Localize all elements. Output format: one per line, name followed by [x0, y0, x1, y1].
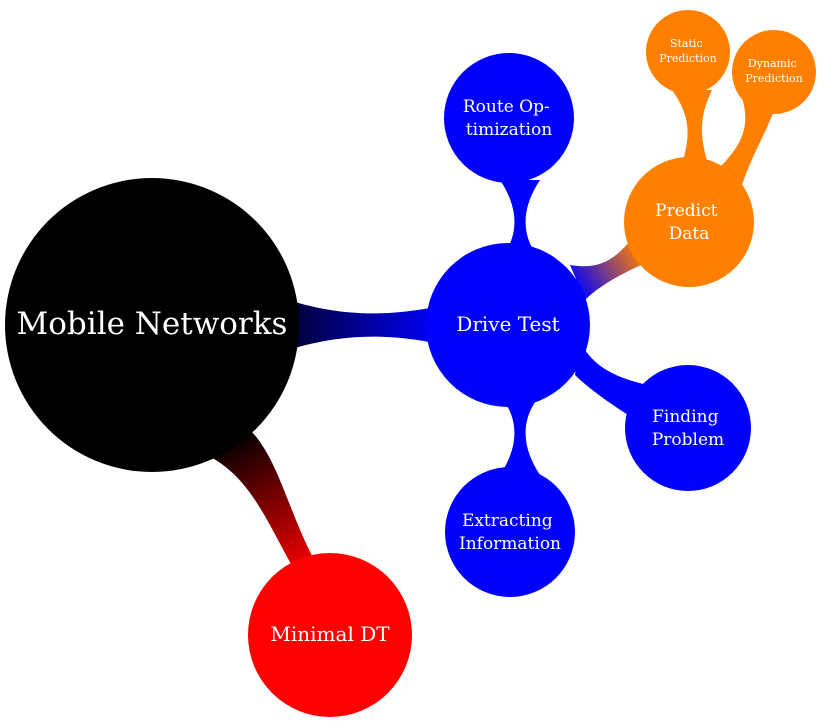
node-static-prediction-bubble: [646, 10, 730, 94]
connector-drive-extracting: [495, 390, 545, 475]
node-minimal-dt[interactable]: Minimal DT: [248, 553, 412, 717]
node-predict-data-label: Predict Data: [655, 201, 723, 244]
node-root-bubble: [5, 178, 299, 472]
node-dynamic-prediction-label: Dynamic Prediction: [745, 57, 803, 85]
node-drive-test[interactable]: Drive Test: [426, 243, 590, 407]
node-root[interactable]: Mobile Networks: [5, 178, 299, 472]
connector-drive-finding: [575, 340, 648, 425]
connector-predict-static: [672, 90, 712, 170]
node-finding-problem[interactable]: Finding Problem: [625, 365, 751, 491]
node-predict-data-bubble: [624, 157, 754, 287]
node-finding-problem-bubble: [625, 365, 751, 491]
node-dynamic-prediction[interactable]: Dynamic Prediction: [732, 30, 816, 114]
connector-drive-predict: [570, 235, 648, 300]
node-dynamic-prediction-bubble: [732, 30, 816, 114]
node-root-label: Mobile Networks: [17, 306, 288, 342]
connector-root-drive-test: [260, 290, 445, 360]
node-drive-test-bubble: [426, 243, 590, 407]
node-predict-data[interactable]: Predict Data: [624, 157, 754, 287]
node-static-prediction[interactable]: Static Prediction: [646, 10, 730, 94]
node-finding-problem-label: Finding Problem: [652, 407, 724, 450]
node-extracting-information[interactable]: Extracting Information: [445, 467, 575, 597]
node-extracting-information-label: Extracting Information: [459, 511, 561, 554]
node-static-prediction-label: Static Prediction: [659, 37, 717, 65]
connector-root-minimal-dt: [195, 430, 320, 580]
node-minimal-dt-bubble: [248, 553, 412, 717]
nodes: Mobile Networks Drive Test Minimal DT Ro…: [5, 10, 816, 717]
node-route-optimization-bubble: [444, 53, 574, 183]
node-route-optimization[interactable]: Route Op- timization: [444, 53, 574, 183]
node-minimal-dt-label: Minimal DT: [270, 622, 390, 646]
node-drive-test-label: Drive Test: [456, 312, 559, 336]
node-extracting-information-bubble: [445, 467, 575, 597]
connectors: [195, 90, 775, 580]
connector-drive-route: [495, 180, 545, 265]
connector-predict-dynamic: [715, 98, 775, 185]
node-route-optimization-label: Route Op- timization: [463, 97, 555, 140]
